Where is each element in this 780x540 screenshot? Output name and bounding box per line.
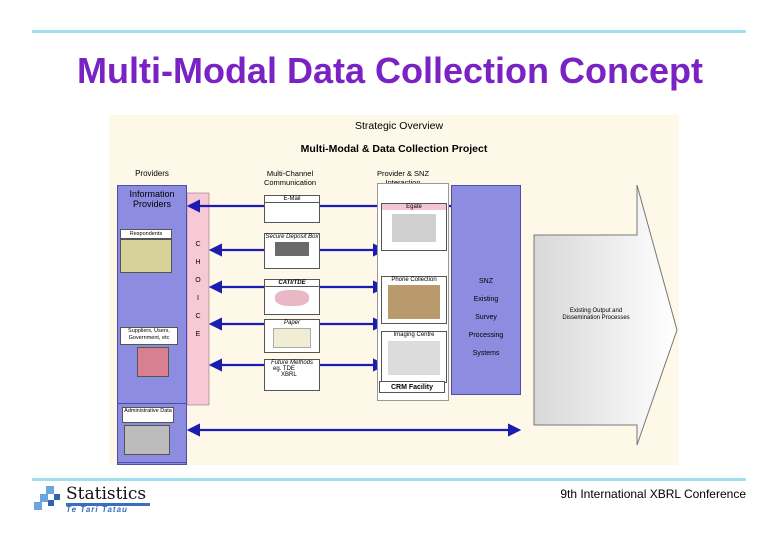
suppliers-box: Suppliers, Users, Government, etc [120,327,178,345]
info-providers-text: Information Providers [129,189,175,209]
statistics-logo-icon [34,486,60,510]
imaging-centre-label: Imaging Centre [393,332,435,338]
future-item-xbrl: XBRL [281,372,297,378]
column-header-channel-text: Multi-Channel Communication [263,169,317,187]
choice-letter-h: H [195,259,201,266]
snz-line-3: Survey [475,314,497,321]
snz-line-1: SNZ [479,278,493,285]
egate-label: Egate [382,204,446,210]
snz-line-5: Systems [472,350,500,357]
info-providers-label: Information Providers [117,189,187,209]
snz-line-4: Processing [468,332,504,339]
column-header-interaction-text: Provider & SNZ Interaction [376,169,430,187]
strategic-overview-diagram: Strategic Overview Multi-Modal & Data Co… [109,115,679,465]
logo-wordmark: Statistics [66,484,147,504]
snz-line-2: Existing [473,296,499,303]
bottom-rule [32,478,746,481]
channel-future-label: Future Methods [270,360,314,366]
channel-cati-tde: CATI/TDE [264,279,320,315]
egate-box: Egate [381,203,447,251]
heading-strategic-overview: Strategic Overview [354,120,444,132]
phone-collection-label: Phone Collection [391,277,437,283]
choice-letter-e: E [195,331,201,338]
admin-data-image [124,425,170,455]
phone-collection-image [388,285,440,319]
channel-email: E-Mail [264,195,320,223]
channel-future-methods: Future Methods eg. TDE XBRL [264,359,320,391]
column-header-channel: Multi-Channel Communication [245,169,335,187]
phone-collection-box: Phone Collection [381,276,447,324]
channel-secure-deposit: Secure Deposit Box [264,233,320,269]
phone-image [275,290,309,306]
channel-paper: Paper [264,319,320,353]
channel-paper-label: Paper [283,320,300,326]
conference-name: 9th International XBRL Conference [560,487,746,501]
heading-project: Multi-Modal & Data Collection Project [300,143,488,155]
crm-facility-box: CRM Facility [379,381,445,393]
respondents-image [120,239,172,273]
choice-letter-c2: C [195,313,201,320]
choice-letter-i: I [197,295,199,302]
future-item-tde: eg. TDE [273,366,295,372]
channel-secure-deposit-label: Secure Deposit Box [265,234,319,240]
channel-email-label: E-Mail [265,196,319,203]
output-arrow-shape [186,184,678,446]
column-header-interaction: Provider & SNZ Interaction [363,169,443,187]
slide-title: Multi-Modal Data Collection Concept [77,50,703,91]
top-rule [32,30,746,33]
admin-data-box: Administrative Data [122,407,174,423]
snz-systems-panel [451,185,521,395]
logo-band [66,503,150,506]
existing-output-text: Existing Output and Dissemination Proces… [562,308,630,321]
paper-image [273,328,311,348]
choice-letter-o: O [195,277,201,284]
column-header-providers: Providers [135,169,169,178]
deposit-box-image [275,242,309,256]
respondents-box: Respondents [120,229,172,239]
imaging-centre-image [388,341,440,375]
logo-subtitle: Te Tari Tatau [66,505,128,514]
imaging-centre-box: Imaging Centre [381,331,447,383]
egate-image [392,214,436,242]
suppliers-image [137,347,169,377]
channel-cati-tde-label: CATI/TDE [265,280,319,287]
choice-letter-c: C [195,241,201,248]
existing-output-label: Existing Output and Dissemination Proces… [561,308,631,322]
